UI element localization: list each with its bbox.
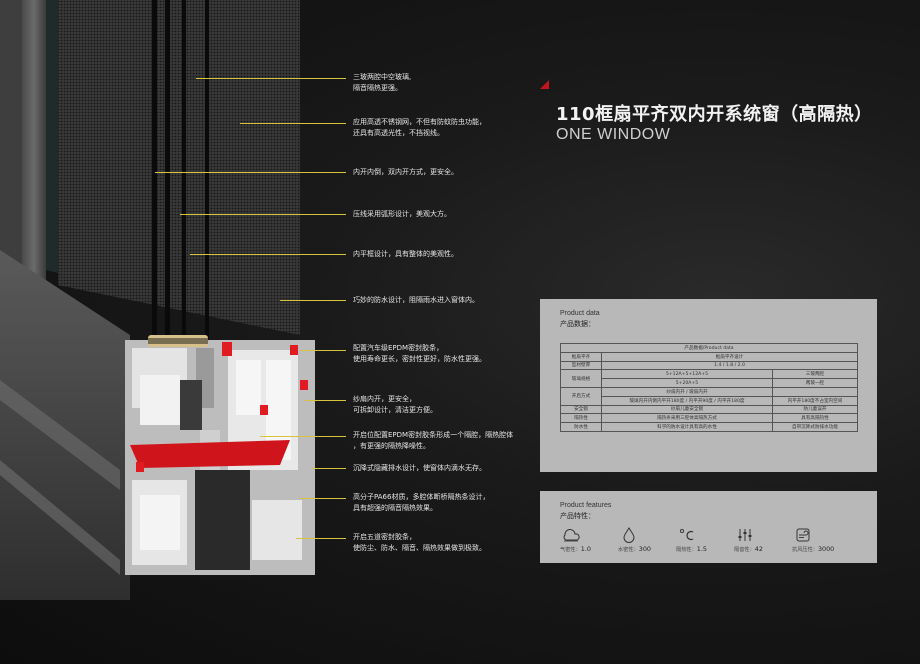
annotation-insulation-cavity: 开启位配置EPDM密封胶条形成一个隔腔，隔热腔体，有更强的隔热降噪性。: [353, 431, 514, 450]
product-features-heading-cn: 产品特性：: [560, 512, 595, 520]
title-accent-triangle: [540, 80, 549, 89]
callout-line: [280, 300, 346, 301]
callout-line: [196, 78, 346, 79]
table-title: 产品数据/Product data: [560, 343, 858, 353]
feature-item: 水密性：300: [618, 527, 674, 557]
table-row: 5+20A+5 两玻一腔: [561, 378, 859, 388]
table-row: 玻璃规格 5+12A+5+12A+5 三玻两腔: [560, 369, 859, 388]
table-row: 开启方式 纱扇内开 / 玻扇内开: [560, 386, 859, 406]
callout-line: [180, 214, 346, 215]
product-data-heading-cn: 产品数据：: [560, 320, 595, 328]
callout-lines: [155, 78, 346, 539]
annotation-triple-glazing: 三玻两腔中空玻璃,隔音隔热更强。: [353, 73, 412, 92]
product-features-panel: Product features 产品特性： 气密性：1.0 水密性：300: [540, 491, 877, 563]
table-row: 玻璃内开内倒内平开180度 / 内平开90度 / 内平开180度 内平开180度…: [561, 395, 859, 406]
product-data-table: 产品数据/Product data 框扇平齐 框扇平齐设计 型材壁厚 1.4 /…: [560, 343, 859, 432]
annotation-screen-sash: 纱扇内开，更安全，可拆卸设计，清洁更方便。: [353, 395, 437, 414]
thermal-insulation-icon: [679, 528, 694, 541]
callout-line: [190, 254, 346, 255]
table-row: 框扇平齐 框扇平齐设计: [560, 351, 858, 362]
window-profile-cross-section: [0, 0, 315, 600]
feature-list: 气密性：1.0 水密性：300 隔热性：1.5: [560, 527, 860, 557]
product-data-panel: Product data 产品数据： 产品数据/Product data 框扇平…: [540, 299, 877, 472]
water-tightness-icon: [623, 527, 635, 543]
wind-pressure-icon: [796, 528, 810, 542]
callout-line: [260, 436, 346, 437]
table-header-row: 产品数据/Product data: [560, 343, 858, 353]
callout-line: [312, 468, 346, 469]
sound-insulation-icon: [738, 529, 752, 541]
air-tightness-icon: [563, 528, 580, 542]
annotation-pa66-strip: 高分子PA66材质，多腔体断桥隔热条设计，具有超强的隔音隔热效果。: [353, 493, 490, 512]
product-features-heading-en: Product features: [560, 502, 612, 509]
annotation-inward-opening: 内开内倒，双内开方式，更安全。: [353, 168, 458, 176]
annotation-five-seals: 开启五道密封胶条，使防尘、防水、隔音、隔热效果做到极致。: [353, 533, 486, 552]
table-row: 型材壁厚 1.4 / 1.8 / 2.0: [560, 360, 858, 371]
annotation-flush-frame: 内平框设计，具有整体的美观性。: [353, 250, 458, 258]
callout-line: [300, 350, 346, 351]
product-data-heading-en: Product data: [560, 310, 600, 317]
callout-line: [300, 498, 346, 499]
annotation-curved-bead: 压线采用弧形设计，美观大方。: [353, 210, 451, 218]
callout-line: [155, 172, 346, 173]
feature-item: 隔音性：42: [734, 527, 790, 557]
feature-item: 抗风压性：3000: [792, 527, 848, 557]
table-row: 安全锁 纱扇儿童安全锁 防儿童误开: [560, 404, 859, 415]
feature-item: 气密性：1.0: [560, 527, 616, 557]
table-row: 隔热性 隔热条采用三腔体高隔热方式 具有高隔热性: [560, 413, 859, 424]
annotation-waterproof-design: 巧妙的防水设计，阻隔雨水进入窗体内。: [353, 296, 479, 304]
page-title: 110框扇平齐双内开系统窗（高隔热）: [556, 104, 873, 125]
table-row: 防水性 科学的防水设计具有高的水性 自带沉降式防排水功能: [560, 422, 859, 432]
annotation-epdm-seal: 配置汽车级EPDM密封胶条，使用寿命更长，密封性更好，防水性更强。: [353, 344, 486, 363]
feature-item: 隔热性：1.5: [676, 527, 732, 557]
callout-line: [240, 123, 346, 124]
callout-line: [296, 538, 346, 539]
annotation-hidden-drainage: 沉降式隐藏排水设计，使窗体内滴水无存。: [353, 464, 486, 472]
annotation-stainless-mesh: 应用高透不锈钢网，不但有防蚊防虫功能，还具有高透光性，不挡视线。: [353, 118, 486, 137]
page-subtitle: ONE WINDOW: [556, 126, 671, 143]
callout-line: [305, 400, 346, 401]
